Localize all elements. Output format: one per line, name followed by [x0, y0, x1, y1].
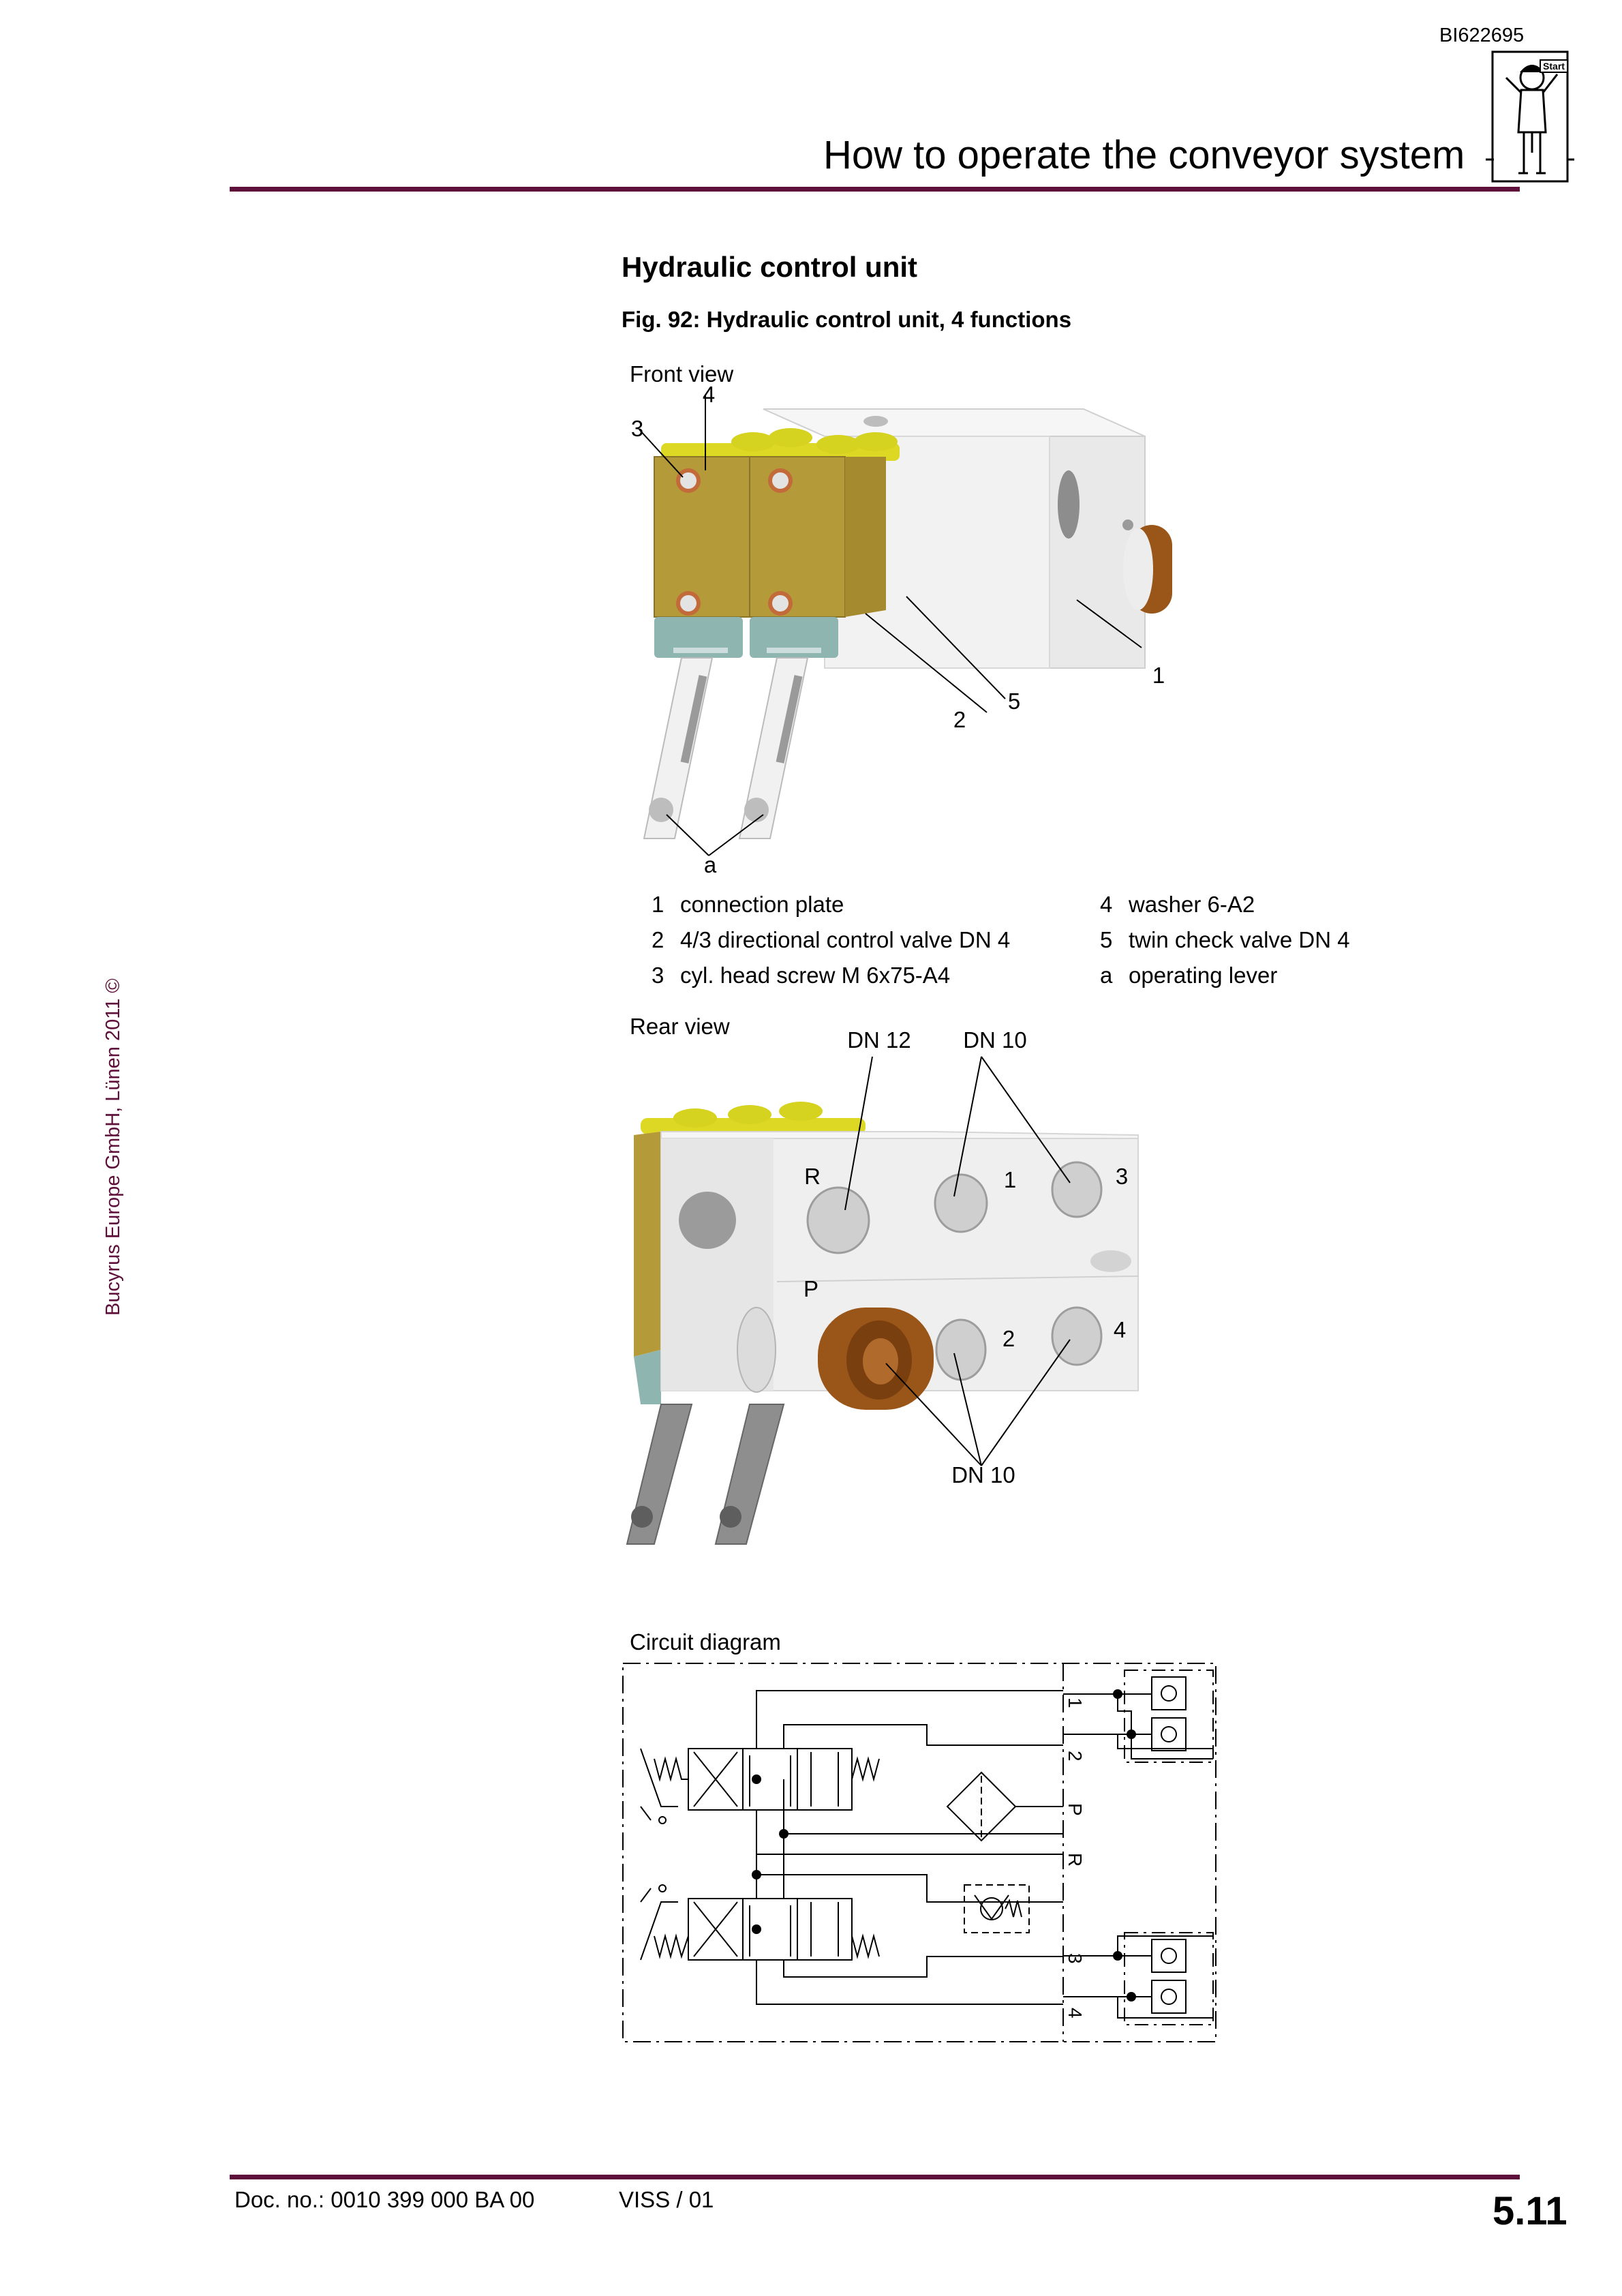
callout-port-r: R — [804, 1164, 821, 1189]
port-label-4: 4 — [1065, 2008, 1086, 2019]
header-rule — [230, 187, 1520, 192]
callout-2: 2 — [953, 707, 966, 732]
port-label-1: 1 — [1065, 1697, 1086, 1708]
port-label-3: 3 — [1065, 1953, 1086, 1964]
rear-view-label: Rear view — [630, 1014, 730, 1039]
circuit-diagram-label: Circuit diagram — [630, 1629, 781, 1655]
callout-1: 1 — [1152, 663, 1165, 688]
circuit-diagram: 1 2 P R 3 4 — [622, 1663, 1216, 2042]
section-title: Hydraulic control unit — [622, 251, 918, 283]
front-view-illustration: 4 3 1 5 2 a — [631, 382, 1172, 877]
callout-5: 5 — [1008, 689, 1020, 714]
callout-port-1: 1 — [1004, 1167, 1016, 1192]
copyright-note: Bucyrus Europe GmbH, Lünen 2011 © — [102, 978, 124, 1316]
callout-dn10-top: DN 10 — [963, 1027, 1027, 1053]
callout-port-2: 2 — [1003, 1326, 1015, 1351]
rear-view-leaders — [844, 1056, 1071, 1466]
front-view-label: Front view — [630, 361, 734, 387]
document-id: BI622695 — [1439, 25, 1525, 46]
figure-caption: Fig. 92: Hydraulic control unit, 4 funct… — [622, 307, 1072, 332]
footer-rule — [230, 2175, 1520, 2179]
cyl-head-screws — [676, 468, 793, 616]
circuit-port-labels: 1 2 P R 3 4 — [1065, 1697, 1086, 2019]
callout-port-4: 4 — [1114, 1317, 1126, 1342]
callout-3: 3 — [631, 416, 643, 441]
directional-control-valves — [654, 428, 900, 658]
rear-view-illustration: DN 12 DN 10 R 1 3 P 2 4 DN 10 — [626, 1027, 1139, 1545]
twin-check-valve — [1123, 525, 1172, 614]
footer-doc-number: Doc. no.: 0010 399 000 BA 00 — [234, 2187, 535, 2212]
page-title: How to operate the conveyor system — [823, 133, 1465, 177]
callout-port-p: P — [804, 1276, 818, 1301]
callout-4: 4 — [703, 382, 715, 407]
footer-version: VISS / 01 — [619, 2187, 714, 2212]
callout-port-3: 3 — [1116, 1164, 1128, 1189]
page-number: 5.11 — [1493, 2189, 1567, 2233]
port-label-p: P — [1065, 1803, 1086, 1816]
port-label-2: 2 — [1065, 1751, 1086, 1762]
mascot-label: Start — [1543, 61, 1565, 72]
operating-levers — [643, 657, 809, 839]
port-label-r: R — [1065, 1853, 1086, 1867]
start-mascot-icon: Start — [1486, 50, 1574, 183]
callout-dn10-bottom: DN 10 — [951, 1462, 1015, 1487]
callout-dn12: DN 12 — [847, 1027, 911, 1053]
front-view-leaders — [639, 395, 1142, 856]
callout-a: a — [704, 852, 717, 877]
